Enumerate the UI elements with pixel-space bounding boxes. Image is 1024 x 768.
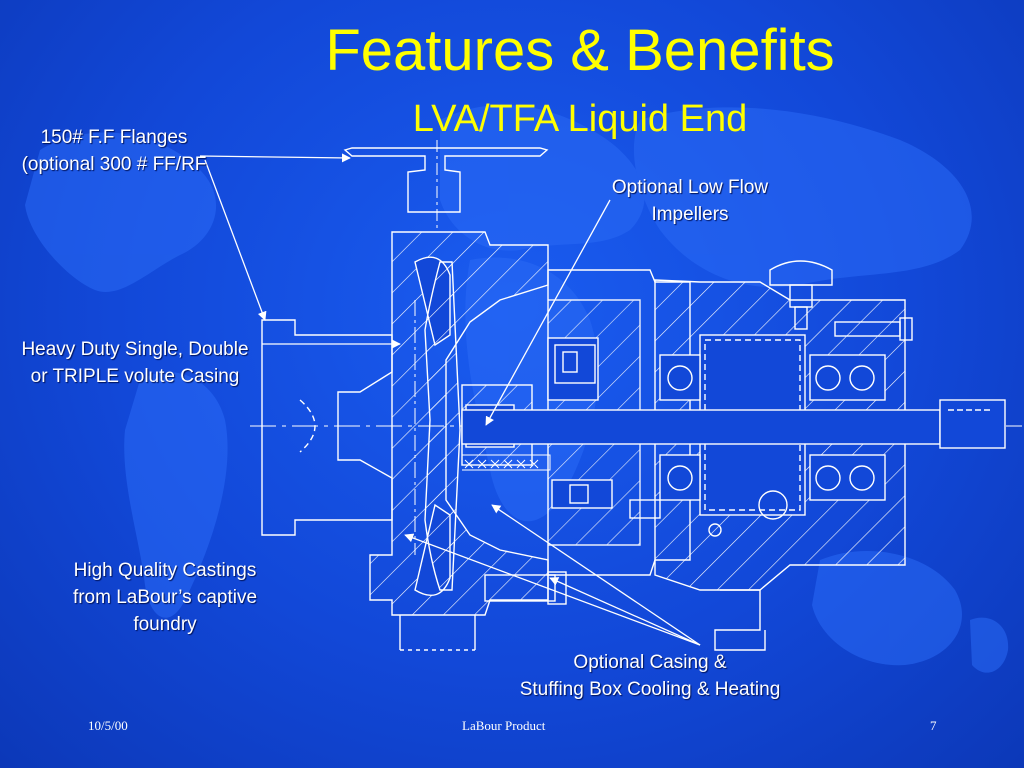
leader-cooling-2 [491, 504, 701, 646]
footer-center-text: LaBour Product [462, 718, 546, 733]
callout-cooling: Optional Casing & Stuffing Box Cooling &… [490, 649, 810, 703]
callout-impellers: Optional Low Flow Impellers [585, 174, 795, 228]
callout-flanges: 150# F.F Flanges (optional 300 # FF/RF [14, 124, 214, 178]
slide-subtitle: LVA/TFA Liquid End [412, 98, 748, 140]
leader-cooling-1 [404, 533, 701, 646]
callout-casing: Heavy Duty Single, Double or TRIPLE volu… [0, 336, 270, 390]
callout-impellers-line2: Impellers [651, 204, 729, 225]
footer-page-number: 7 [930, 718, 937, 733]
callout-castings-line1: High Quality Castings [73, 560, 257, 581]
callout-flanges-line2: (optional 300 # FF/RF [21, 154, 207, 175]
leader-lines [199, 153, 701, 646]
callout-cooling-line1: Optional Casing & [573, 652, 727, 673]
leader-impellers [485, 199, 611, 426]
slide-title: Features & Benefits [325, 18, 835, 83]
callout-casing-line2: or TRIPLE volute Casing [30, 366, 240, 387]
callout-castings: High Quality Castings from LaBour’s capt… [50, 557, 280, 638]
footer-date: 10/5/00 [88, 718, 128, 733]
leader-cooling-3 [549, 577, 701, 646]
callout-flanges-line1: 150# F.F Flanges [40, 127, 188, 148]
leader-flange-suction [204, 159, 267, 321]
callout-castings-line2: from LaBour’s captive [72, 587, 258, 608]
pump-outline [250, 140, 1022, 651]
callout-impellers-line1: Optional Low Flow [611, 177, 769, 198]
leader-flange-top [199, 153, 351, 163]
callout-castings-line3: foundry [133, 614, 197, 635]
callout-cooling-line2: Stuffing Box Cooling & Heating [519, 679, 781, 700]
callout-casing-line1: Heavy Duty Single, Double [21, 339, 249, 360]
